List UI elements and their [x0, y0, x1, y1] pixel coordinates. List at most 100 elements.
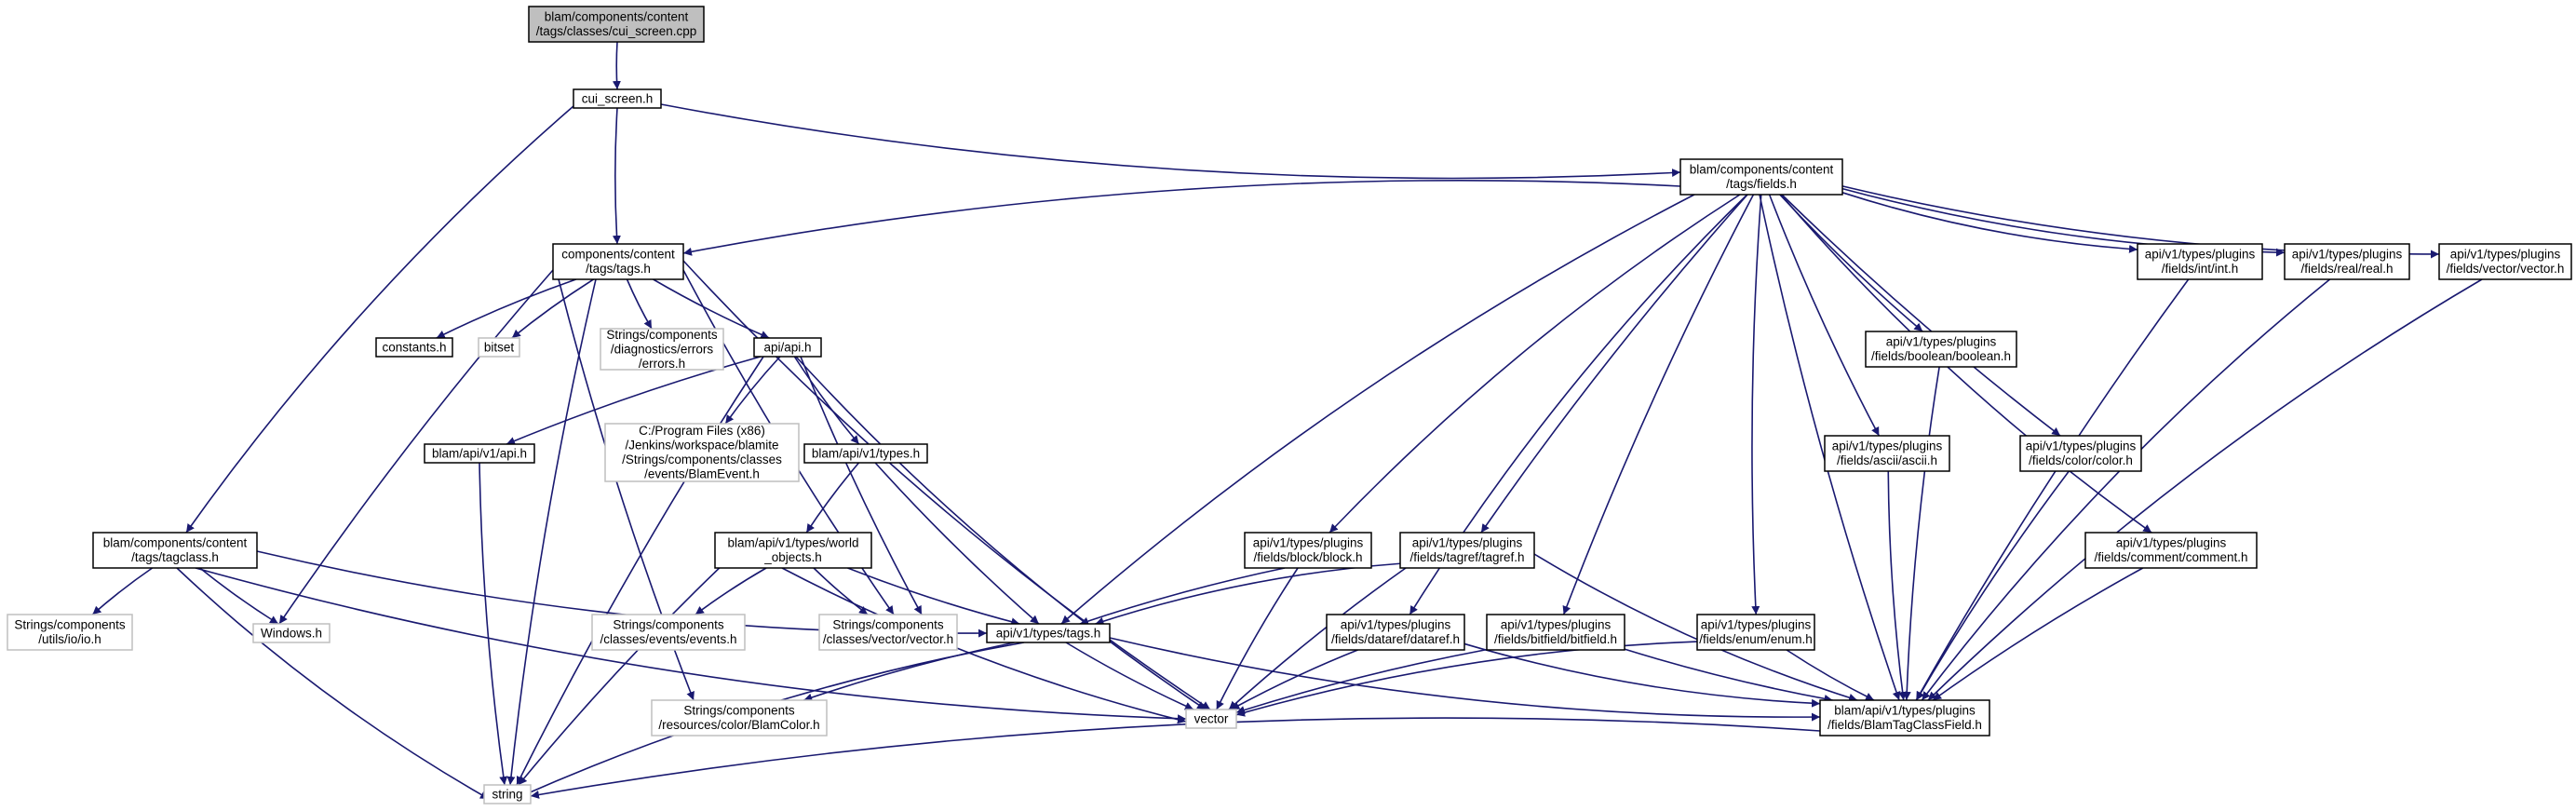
node-box: [552, 243, 684, 280]
node-box: [803, 443, 928, 464]
edge-fields_h-to-api_tags_h: [1060, 194, 1695, 625]
node-api-h[interactable]: api/api.h: [753, 337, 822, 358]
node-tagclass-h[interactable]: blam/components/content/tags/tagclass.h: [92, 532, 258, 569]
edge-api_h-to-string: [516, 356, 764, 786]
node-label-line: Strings/components: [832, 618, 944, 632]
node-label-line: /events/BlamEvent.h: [644, 467, 760, 481]
edge-blam_api_h-to-string: [479, 462, 508, 786]
node-constants-h[interactable]: constants.h: [375, 337, 453, 358]
node-label-line: api/v1/types/plugins: [1886, 335, 1997, 349]
node-label-line: Strings/components: [683, 704, 795, 718]
node-label-line: /fields/block/block.h: [1253, 550, 1362, 564]
edge-api_h-to-types_h: [793, 356, 860, 445]
node-label-line: /fields/color/color.h: [2029, 453, 2133, 467]
node-label-line: /tags/classes/cui_screen.cpp: [536, 24, 697, 38]
node-box: [1824, 435, 1950, 472]
node-label-line: Strings/components: [14, 618, 126, 632]
node-fields-h[interactable]: blam/components/content/tags/fields.h: [1679, 158, 1843, 196]
node-label-line: /utils/io/io.h: [38, 632, 101, 646]
edge-tagclass_h-to-io_h: [91, 567, 154, 615]
node-color-h[interactable]: api/v1/types/plugins/fields/color/color.…: [2019, 435, 2142, 472]
dependency-edges: [91, 41, 2483, 800]
edge-api_tags_h-to-blamcolor_h: [803, 642, 1015, 702]
node-label-line: blam/api/v1/types/world: [727, 536, 858, 550]
node-box: [1486, 614, 1625, 651]
edge-tagclass_h-to-vector: [195, 567, 1187, 723]
edge-tagclass_h-to-windows_h: [199, 567, 279, 625]
node-comment-h[interactable]: api/v1/types/plugins/fields/comment/comm…: [2084, 532, 2258, 569]
node-box: [591, 614, 746, 651]
node-label-line: /diagnostics/errors: [611, 342, 714, 356]
node-blamcolor-h: Strings/components/resources/color/BlamC…: [651, 699, 828, 737]
node-label-line: /Jenkins/workspace/blamite: [625, 439, 778, 453]
node-box: [252, 623, 330, 643]
edge-comment_h-to-blamtagclassfield_h: [1932, 567, 2144, 701]
node-label-line: blam/api/v1/api.h: [432, 446, 527, 460]
node-label-line: api/v1/types/plugins: [2145, 248, 2256, 262]
edge-real_h-to-blamtagclassfield_h: [1921, 278, 2331, 701]
edge-bitfield_h-to-blamtagclassfield_h: [1624, 648, 1833, 703]
node-world-objects-h[interactable]: blam/api/v1/types/world_objects.h: [714, 532, 872, 569]
edge-api_h-to-blamevent_h: [724, 356, 781, 425]
node-blamtagclassfield-h[interactable]: blam/api/v1/types/plugins/fields/BlamTag…: [1819, 699, 1990, 737]
edge-dataref_h-to-vector: [1230, 649, 1358, 710]
node-bitfield-h[interactable]: api/v1/types/plugins/fields/bitfield/bit…: [1486, 614, 1625, 651]
node-block-h[interactable]: api/v1/types/plugins/fields/block/block.…: [1244, 532, 1372, 569]
node-label-line: C:/Program Files (x86): [639, 424, 765, 438]
node-box: [1819, 699, 1990, 737]
node-box: [1399, 532, 1535, 569]
edge-tags_h-to-bitset: [511, 278, 594, 339]
edge-fields_h-to-ascii_h: [1768, 194, 1881, 437]
edge-color_h-to-blamtagclassfield_h: [1915, 470, 2070, 701]
edge-fields_h-to-real_h: [1841, 187, 2286, 257]
node-api-tags-h[interactable]: api/v1/types/tags.h: [986, 623, 1111, 643]
node-types-h[interactable]: blam/api/v1/types.h: [803, 443, 928, 464]
node-tags-h[interactable]: components/content/tags/tags.h: [552, 243, 684, 280]
node-cui-screen-cpp[interactable]: blam/components/content/tags/classes/cui…: [528, 6, 705, 43]
edge-types_h-to-world_objects_h: [805, 462, 860, 534]
node-vector-plugin-h[interactable]: api/v1/types/plugins/fields/vector/vecto…: [2438, 243, 2572, 280]
edge-world_objects_h-to-api_tags_h: [847, 567, 1020, 627]
node-box: [1185, 709, 1237, 729]
node-tagref-h[interactable]: api/v1/types/plugins/fields/tagref/tagre…: [1399, 532, 1535, 569]
node-label-line: /fields/int/int.h: [2162, 262, 2239, 276]
node-label-line: api/api.h: [763, 340, 811, 354]
node-box: [478, 337, 520, 358]
node-vectorvec-h: Strings/components/classes/vector/vector…: [818, 614, 958, 651]
edge-dataref_h-to-blamtagclassfield_h: [1463, 642, 1821, 708]
node-box: [424, 443, 535, 464]
node-box: [1865, 331, 2017, 368]
node-box: [92, 532, 258, 569]
node-label-line: /classes/events/events.h: [600, 632, 736, 646]
node-dataref-h[interactable]: api/v1/types/plugins/fields/dataref/data…: [1326, 614, 1465, 651]
node-label-line: api/v1/types/plugins: [2292, 248, 2403, 262]
node-box: [714, 532, 872, 569]
node-enum-h[interactable]: api/v1/types/plugins/fields/enum/enum.h: [1696, 614, 1815, 651]
edge-cui_screen_h-to-tags_h: [612, 107, 621, 245]
node-label-line: /fields/vector/vector.h: [2447, 262, 2565, 276]
node-box: [2284, 243, 2410, 280]
edge-bitfield_h-to-vector: [1235, 648, 1488, 714]
node-box: [528, 6, 705, 43]
node-label-line: /errors.h: [639, 357, 685, 371]
node-events-h: Strings/components/classes/events/events…: [591, 614, 746, 651]
edge-blamtagclassfield_h-to-string: [530, 717, 1821, 799]
node-box: [600, 328, 724, 371]
node-cui-screen-h[interactable]: cui_screen.h: [573, 88, 662, 109]
node-real-h[interactable]: api/v1/types/plugins/fields/real/real.h: [2284, 243, 2410, 280]
node-int-h[interactable]: api/v1/types/plugins/fields/int/int.h: [2137, 243, 2263, 280]
edge-tags_h-to-api_h: [653, 278, 770, 339]
node-box: [651, 699, 828, 737]
edge-tagref_h-to-vector: [1228, 567, 1407, 710]
edge-tags_h-to-constants_h: [436, 278, 577, 339]
node-label-line: vector: [1194, 711, 1229, 725]
node-boolean-h[interactable]: api/v1/types/plugins/fields/boolean/bool…: [1865, 331, 2017, 368]
node-box: [2137, 243, 2263, 280]
node-label-line: bitset: [484, 340, 515, 354]
edge-fields_h-to-bitfield_h: [1562, 194, 1755, 615]
edge-fields_h-to-enum_h: [1751, 194, 1762, 615]
node-blam-api-h[interactable]: blam/api/v1/api.h: [424, 443, 535, 464]
node-label-line: /Strings/components/classes: [622, 453, 782, 466]
node-ascii-h[interactable]: api/v1/types/plugins/fields/ascii/ascii.…: [1824, 435, 1950, 472]
